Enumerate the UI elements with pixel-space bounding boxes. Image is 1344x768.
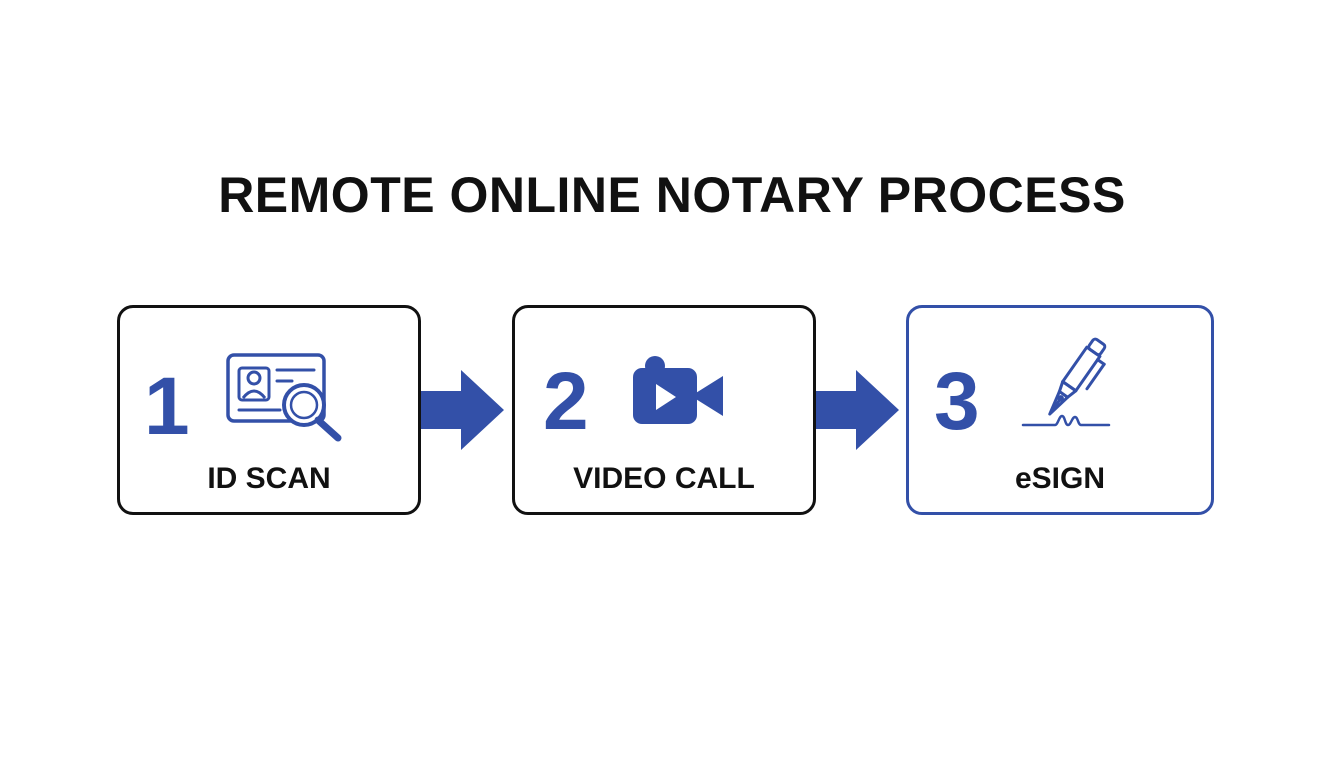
arrow-right-icon [816, 370, 899, 450]
step-card-video-call: 2 VIDEO CALL [512, 305, 816, 515]
step-number: 3 [934, 356, 980, 447]
arrow-right-icon [421, 370, 504, 450]
step-card-id-scan: 1 ID SCAN [117, 305, 421, 515]
fountain-pen-signature-icon [1021, 337, 1111, 427]
step-card-esign: 3 eSIGN [906, 305, 1214, 515]
step-label: VIDEO CALL [573, 462, 755, 495]
step-number: 2 [543, 356, 589, 447]
step-label: ID SCAN [207, 462, 331, 495]
step-label: eSIGN [1014, 462, 1106, 495]
id-card-magnifier-icon [226, 353, 342, 442]
page-title: REMOTE ONLINE NOTARY PROCESS [218, 167, 1126, 223]
step-number: 1 [144, 361, 190, 452]
video-camera-icon [633, 356, 723, 424]
